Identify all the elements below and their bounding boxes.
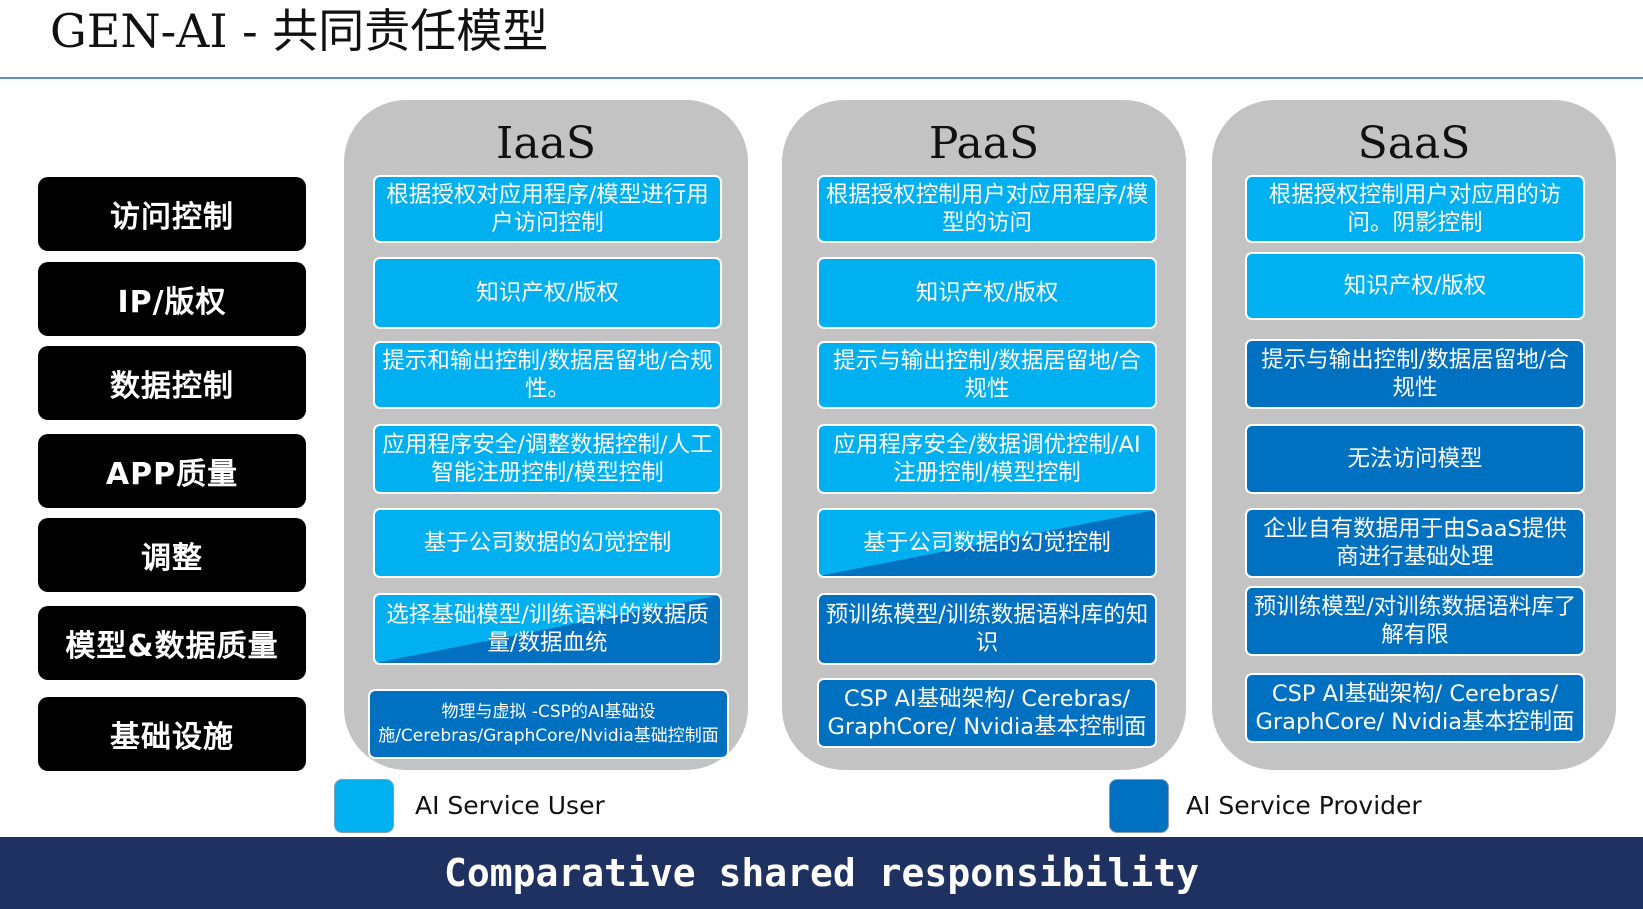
cell-text: 基于公司数据的幻觉控制 <box>863 530 1111 556</box>
page-title: GEN-AI - 共同责任模型 <box>50 4 549 58</box>
cell-text: 预训练模型/对训练数据语料库了解有限 <box>1253 594 1577 648</box>
column-heading-paas: PaaS <box>928 118 1040 169</box>
cell-saas-app-quality: 无法访问模型 <box>1245 424 1585 494</box>
cell-text: 预训练模型/训练数据语料库的知识 <box>825 602 1149 656</box>
title-divider <box>0 77 1643 79</box>
cell-saas-tuning: 企业自有数据用于由SaaS提供商进行基础处理 <box>1245 508 1585 578</box>
cell-text: 知识产权/版权 <box>476 280 619 306</box>
row-label-model-data-quality: 模型&数据质量 <box>38 606 306 680</box>
cell-text: 应用程序安全/数据调优控制/AI注册控制/模型控制 <box>833 432 1141 486</box>
cell-text: 无法访问模型 <box>1347 446 1483 472</box>
cell-text: 提示与输出控制/数据居留地/合规性 <box>1261 347 1569 401</box>
column-heading-iaas: IaaS <box>496 118 596 169</box>
row-label-data-control: 数据控制 <box>38 346 306 420</box>
cell-text: 知识产权/版权 <box>915 280 1059 306</box>
cell-text: CSP AI基础架构/ Cerebras/ GraphCore/ Nvidia基… <box>1255 681 1575 735</box>
cell-text: CSP AI基础架构/ Cerebras/ GraphCore/ Nvidia基… <box>827 686 1147 740</box>
cell-text: 根据授权对应用程序/模型进行用户访问控制 <box>386 182 709 236</box>
legend-label-provider: AI Service Provider <box>1186 791 1422 820</box>
cell-text: 提示与输出控制/数据居留地/合规性 <box>833 348 1141 402</box>
cell-text: 根据授权控制用户对应用程序/模型的访问 <box>825 182 1149 236</box>
cell-text: 知识产权/版权 <box>1343 273 1487 299</box>
cell-iaas-data-control: 提示和输出控制/数据居留地/合规性。 <box>373 341 722 409</box>
cell-text: 物理与虚拟 -CSP的AI基础设施/Cerebras/GraphCore/Nvi… <box>378 702 719 746</box>
cell-iaas-access-control: 根据授权对应用程序/模型进行用户访问控制 <box>373 175 722 243</box>
row-label-tuning: 调整 <box>38 518 306 592</box>
cell-saas-data-control: 提示与输出控制/数据居留地/合规性 <box>1245 339 1585 409</box>
cell-saas-ip-copyright: 知识产权/版权 <box>1245 252 1585 320</box>
cell-iaas-ip-copyright: 知识产权/版权 <box>373 257 722 329</box>
row-label-app-quality: APP质量 <box>38 434 306 508</box>
cell-saas-access-control: 根据授权控制用户对应用的访问。阴影控制 <box>1245 175 1585 243</box>
cell-iaas-tuning: 基于公司数据的幻觉控制 <box>373 508 722 578</box>
cell-paas-tuning: 基于公司数据的幻觉控制 <box>817 508 1157 578</box>
cell-iaas-infrastructure: 物理与虚拟 -CSP的AI基础设施/Cerebras/GraphCore/Nvi… <box>368 689 729 759</box>
cell-text: 企业自有数据用于由SaaS提供商进行基础处理 <box>1263 516 1567 570</box>
footer-banner: Comparative shared responsibility <box>0 837 1643 909</box>
cell-saas-model-data-quality: 预训练模型/对训练数据语料库了解有限 <box>1245 586 1585 656</box>
cell-paas-model-data-quality: 预训练模型/训练数据语料库的知识 <box>817 593 1157 665</box>
cell-paas-ip-copyright: 知识产权/版权 <box>817 257 1157 329</box>
row-label-infrastructure: 基础设施 <box>38 697 306 771</box>
cell-iaas-app-quality: 应用程序安全/调整数据控制/人工智能注册控制/模型控制 <box>373 424 722 494</box>
legend-swatch-user <box>334 779 394 833</box>
cell-text: 基于公司数据的幻觉控制 <box>423 530 672 556</box>
cell-paas-access-control: 根据授权控制用户对应用程序/模型的访问 <box>817 175 1157 243</box>
footer-text: Comparative shared responsibility <box>444 851 1199 895</box>
cell-paas-app-quality: 应用程序安全/数据调优控制/AI注册控制/模型控制 <box>817 424 1157 494</box>
cell-text: 选择基础模型/训练语料的数据质量/数据血统 <box>386 602 709 656</box>
cell-text: 提示和输出控制/数据居留地/合规性。 <box>382 348 713 402</box>
legend-label-user: AI Service User <box>415 791 605 820</box>
legend-swatch-provider <box>1109 779 1169 833</box>
column-heading-saas: SaaS <box>1357 118 1471 169</box>
cell-iaas-model-data-quality: 选择基础模型/训练语料的数据质量/数据血统 <box>373 593 722 665</box>
cell-paas-data-control: 提示与输出控制/数据居留地/合规性 <box>817 341 1157 409</box>
row-label-access-control: 访问控制 <box>38 177 306 251</box>
cell-saas-infrastructure: CSP AI基础架构/ Cerebras/ GraphCore/ Nvidia基… <box>1245 673 1585 743</box>
cell-text: 根据授权控制用户对应用的访问。阴影控制 <box>1268 182 1562 236</box>
cell-text: 应用程序安全/调整数据控制/人工智能注册控制/模型控制 <box>382 432 713 486</box>
row-label-ip-copyright: IP/版权 <box>38 262 306 336</box>
cell-paas-infrastructure: CSP AI基础架构/ Cerebras/ GraphCore/ Nvidia基… <box>817 678 1157 748</box>
